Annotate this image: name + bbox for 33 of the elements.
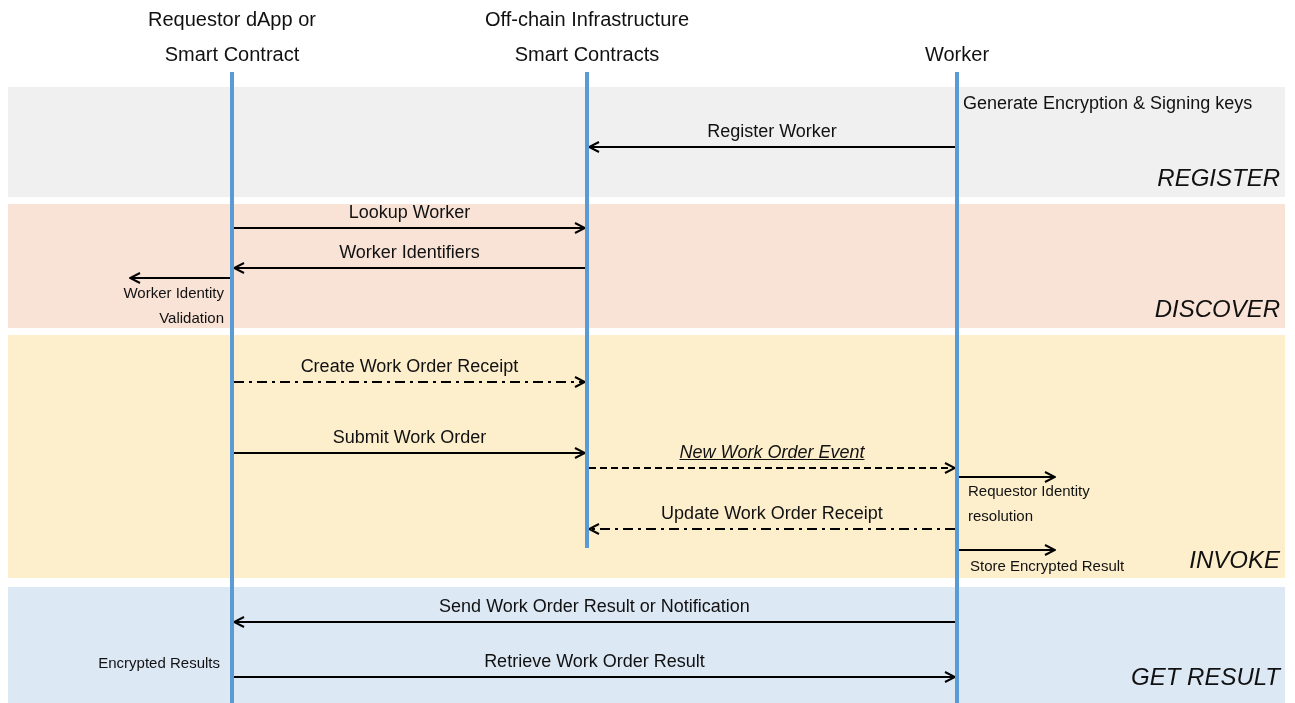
edge-label: Send Work Order Result or Notification bbox=[438, 596, 751, 617]
lifeline-title: Worker bbox=[923, 42, 991, 67]
arrow bbox=[233, 376, 586, 388]
edge-label: Requestor Identity resolution bbox=[968, 481, 1091, 526]
arrow bbox=[588, 141, 956, 153]
edge-label: Retrieve Work Order Result bbox=[483, 651, 706, 672]
phase-title: GET RESULT bbox=[1130, 662, 1280, 691]
edge-label: Worker Identity Validation bbox=[122, 283, 224, 328]
edge-label: Update Work Order Receipt bbox=[660, 503, 884, 524]
arrow bbox=[958, 471, 1056, 483]
arrow bbox=[233, 262, 586, 274]
edge-label: New Work Order Event bbox=[678, 442, 866, 463]
arrow bbox=[588, 462, 956, 474]
phase-title: REGISTER bbox=[1156, 163, 1280, 192]
edge-label: Lookup Worker bbox=[347, 202, 472, 223]
arrow bbox=[129, 272, 231, 284]
arrow bbox=[233, 447, 586, 459]
arrow bbox=[588, 523, 956, 535]
edge-label: Create Work Order Receipt bbox=[299, 356, 520, 377]
arrow bbox=[958, 544, 1056, 556]
lifeline-title: Off-chain Infrastructure Smart Contracts bbox=[483, 7, 691, 67]
note-text: Generate Encryption & Signing keys bbox=[963, 92, 1253, 115]
arrow bbox=[233, 222, 586, 234]
edge-label: Submit Work Order bbox=[331, 427, 488, 448]
phase-title: INVOKE bbox=[1188, 545, 1280, 574]
arrow bbox=[233, 616, 956, 628]
note-text: Encrypted Results bbox=[97, 653, 220, 673]
lifeline-title: Requestor dApp or Smart Contract bbox=[147, 7, 317, 67]
edge-label: Worker Identifiers bbox=[338, 242, 481, 263]
arrow bbox=[233, 671, 956, 683]
edge-label: Store Encrypted Result bbox=[970, 556, 1126, 576]
phase-title: DISCOVER bbox=[1153, 294, 1280, 323]
edge-label: Register Worker bbox=[706, 121, 838, 142]
